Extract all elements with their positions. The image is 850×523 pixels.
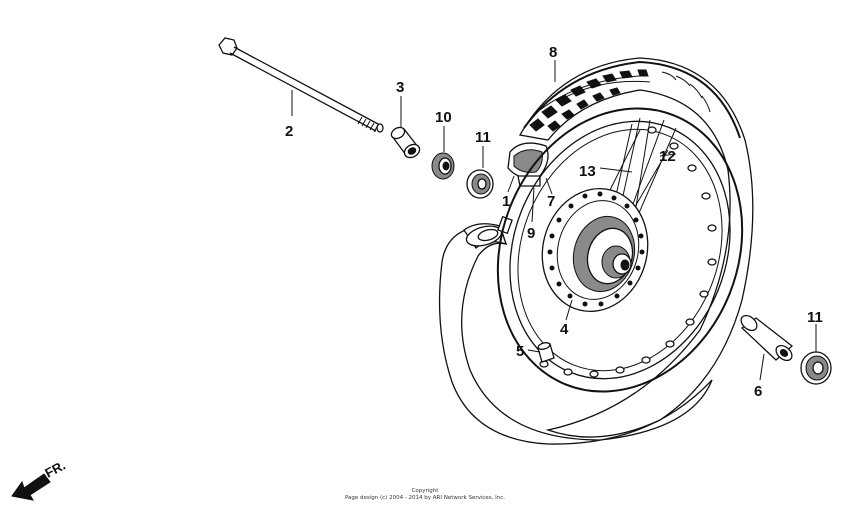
- callout-10: 10: [435, 109, 452, 126]
- callout-11-lower: 11: [807, 309, 823, 326]
- side-collar: [740, 314, 794, 362]
- callout-labels: 2 3 10 11 8 1 7 9 13 12 4 5 6 11: [285, 44, 823, 400]
- callout-6: 6: [754, 383, 762, 400]
- callout-4: 4: [560, 321, 569, 338]
- bearing-left: [466, 169, 494, 199]
- callout-13: 13: [579, 163, 596, 180]
- copyright-line-1: Copyright: [412, 488, 440, 494]
- inner-tube: [438, 215, 713, 445]
- callout-12: 12: [659, 148, 676, 165]
- copyright-notice: Copyright Page design (c) 2004 - 2014 by…: [345, 488, 505, 501]
- callout-8: 8: [549, 44, 557, 61]
- bearing-right: [800, 351, 832, 385]
- callout-11-upper: 11: [475, 129, 491, 146]
- copyright-line-2: Page design (c) 2004 - 2014 by ARI Netwo…: [345, 495, 505, 501]
- callout-9: 9: [527, 225, 535, 242]
- valve-cap: [537, 342, 555, 363]
- axle-collar: [390, 126, 421, 159]
- callout-3: 3: [396, 79, 404, 96]
- callout-5: 5: [516, 343, 524, 360]
- callout-7: 7: [547, 193, 555, 210]
- callout-2: 2: [285, 123, 293, 140]
- leader-lines: [291, 60, 817, 381]
- front-direction-indicator: FR.: [11, 458, 68, 501]
- dust-seal: [431, 152, 455, 180]
- hub-and-brake-disc: [541, 187, 649, 313]
- callout-1: 1: [502, 193, 510, 210]
- front-axle: [218, 37, 384, 133]
- front-arrow-icon: [11, 473, 51, 501]
